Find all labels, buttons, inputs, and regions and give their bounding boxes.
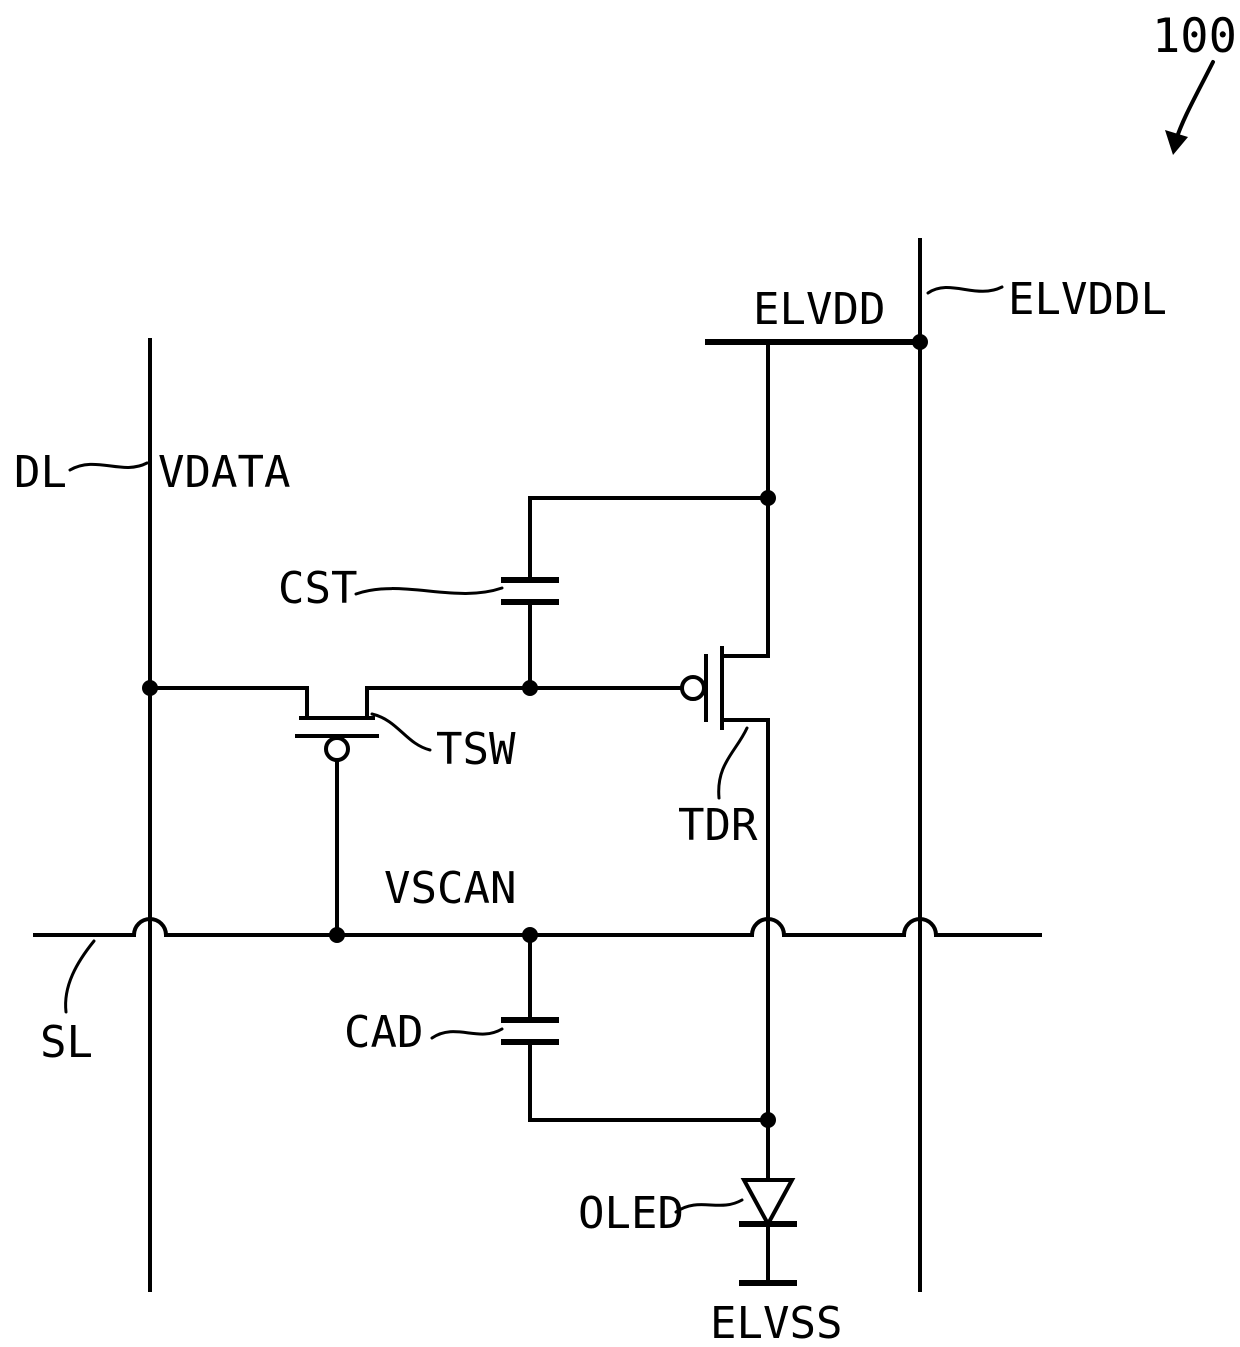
leader-lines bbox=[64, 60, 1215, 1214]
tdr-drain-wire bbox=[720, 340, 770, 658]
tsw-gate-bubble bbox=[324, 736, 350, 762]
capacitor-cad bbox=[501, 927, 776, 1128]
junction-dot-dl-tsw bbox=[142, 680, 158, 696]
label-vscan: VSCAN bbox=[384, 863, 516, 914]
label-vdata: VDATA bbox=[158, 447, 290, 498]
junction-dot-elvdd-elvddl bbox=[912, 334, 928, 350]
reference-number: 100 bbox=[1152, 9, 1237, 64]
leader-dl bbox=[68, 461, 149, 472]
leader-cad bbox=[430, 1027, 504, 1040]
junction-dot-cad-oled bbox=[760, 1112, 776, 1128]
oled-anode-triangle bbox=[740, 1178, 796, 1229]
junction-dot-cst-gate bbox=[522, 680, 538, 696]
label-elvdd: ELVDD bbox=[753, 284, 885, 335]
tsw-drain-wire bbox=[365, 686, 684, 720]
ref-100-arrowhead bbox=[1165, 130, 1188, 155]
label-elvddl: ELVDDL bbox=[1008, 274, 1167, 325]
labels: 100 ELVDD ELVDDL DL VDATA CST TSW TDR VS… bbox=[14, 9, 1237, 1347]
leader-sl bbox=[64, 939, 96, 1014]
cad-bottom-wire bbox=[528, 1040, 770, 1122]
junction-dot-tsw-gate-scan bbox=[329, 927, 345, 943]
label-sl: SL bbox=[40, 1017, 93, 1068]
ref-100-arrow bbox=[1174, 60, 1215, 142]
oled-diode bbox=[739, 1178, 797, 1286]
label-oled: OLED bbox=[578, 1188, 684, 1239]
transistor-tdr bbox=[680, 340, 770, 1182]
rails bbox=[33, 238, 1042, 1292]
label-cst: CST bbox=[278, 563, 357, 614]
label-tdr: TDR bbox=[678, 800, 758, 851]
label-tsw: TSW bbox=[436, 724, 516, 775]
label-dl: DL bbox=[14, 447, 67, 498]
transistor-tsw bbox=[142, 680, 684, 943]
leader-tsw bbox=[370, 712, 432, 752]
tdr-gate-bubble bbox=[680, 675, 706, 701]
cst-top-wire bbox=[528, 496, 770, 582]
leader-elvddl bbox=[926, 285, 1004, 295]
label-elvss: ELVSS bbox=[710, 1298, 842, 1347]
tdr-source-wire bbox=[720, 718, 770, 1182]
junction-dot-cad-scan bbox=[522, 927, 538, 943]
leader-tdr bbox=[717, 726, 749, 800]
label-cad: CAD bbox=[344, 1007, 423, 1058]
tsw-source-wire bbox=[148, 686, 309, 720]
capacitor-cst bbox=[501, 490, 776, 696]
leader-oled bbox=[674, 1198, 744, 1214]
leader-cst bbox=[354, 586, 504, 596]
junction-dot-cst-elvdd bbox=[760, 490, 776, 506]
